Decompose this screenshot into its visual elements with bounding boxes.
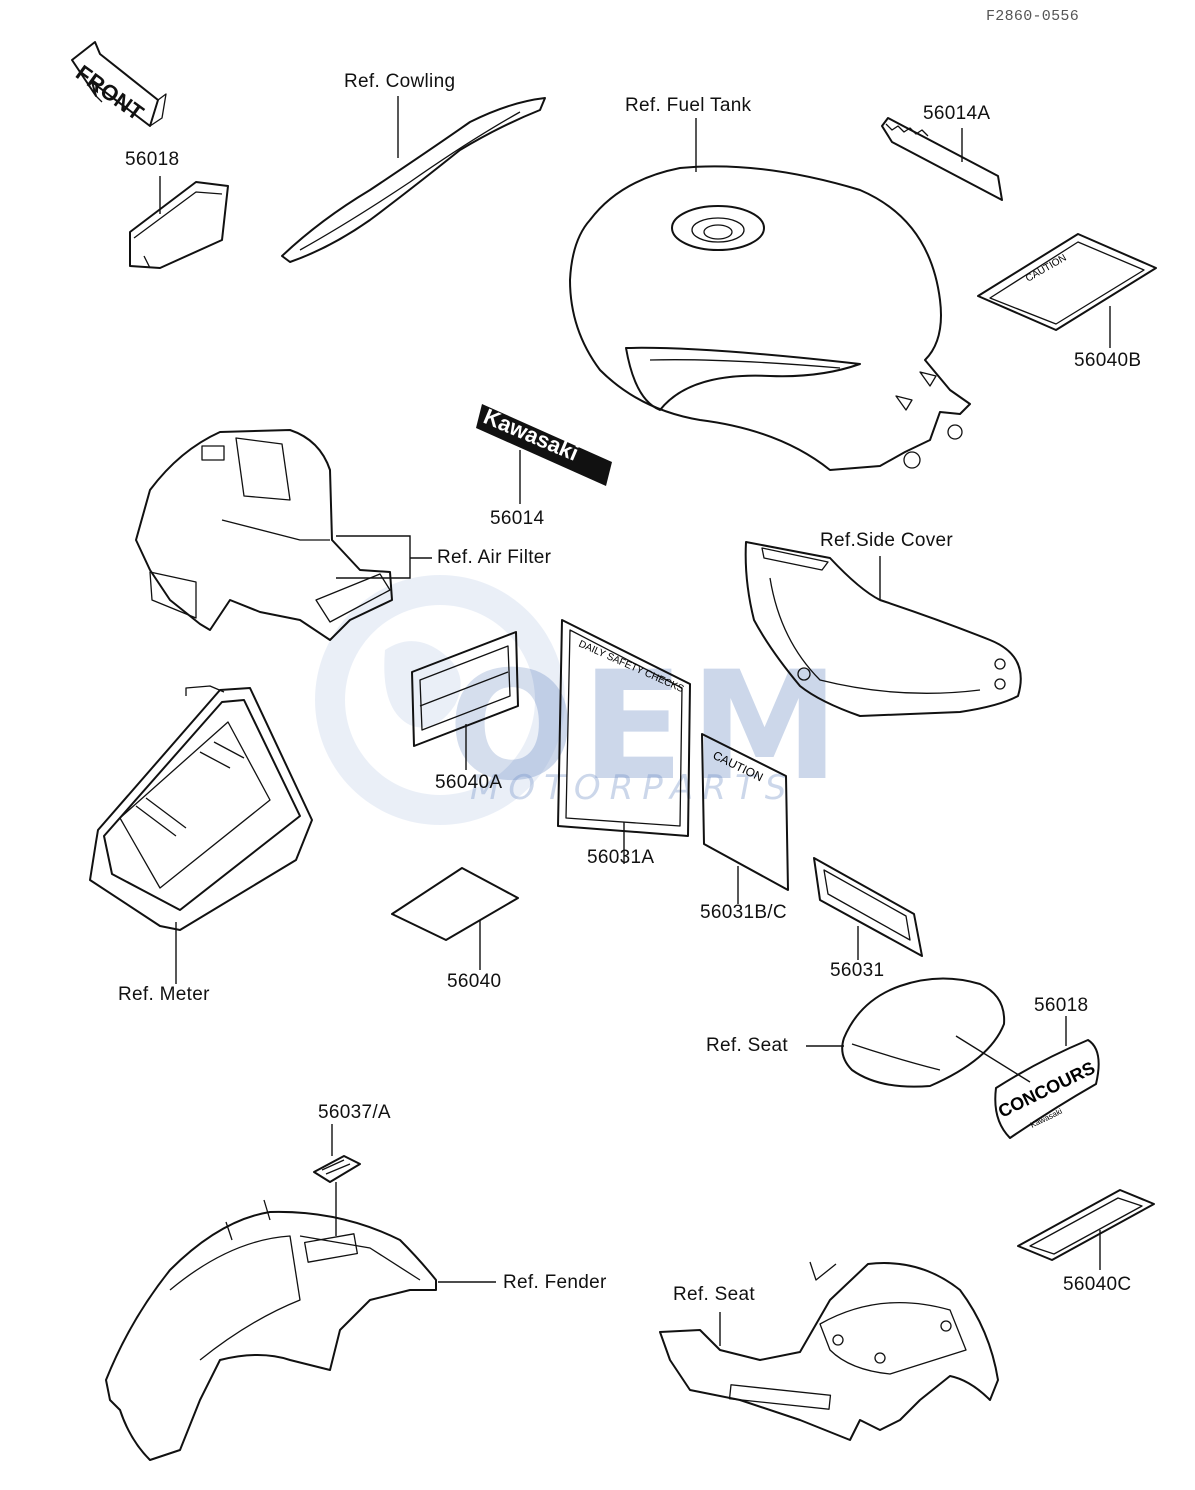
decal-56040A (411, 631, 519, 770)
label-56040: 56040 (447, 971, 502, 992)
decal-56040B-text: CAUTION (1024, 253, 1068, 285)
decal-56040 (391, 867, 519, 970)
watermark-sub: MOTORPARTS (470, 768, 796, 808)
decal-56037A (313, 1124, 361, 1236)
seat-upper (806, 977, 1031, 1088)
label-fender: Ref. Fender (503, 1272, 607, 1293)
label-56014A: 56014A (923, 103, 991, 124)
label-seat-lower: Ref. Seat (673, 1284, 755, 1305)
emblem-concours-sub: Kawasaki (1029, 1107, 1064, 1130)
label-56040B: 56040B (1074, 350, 1142, 371)
label-56031BC: 56031B/C (700, 902, 787, 923)
emblem-concours: CONCOURS Kawasaki (994, 1016, 1100, 1139)
tail-seat-frame (659, 1261, 999, 1441)
cowling-strip (281, 96, 546, 263)
label-56018-top: 56018 (125, 149, 180, 170)
decal-56040B: CAUTION (977, 233, 1157, 348)
decal-kawasaki: Kawasaki (476, 404, 612, 504)
label-56014: 56014 (490, 508, 545, 529)
label-56037A: 56037/A (318, 1102, 391, 1123)
front-arrow-icon (71, 41, 167, 127)
emblem-concours-text: CONCOURS (995, 1058, 1098, 1122)
fuel-tank (569, 118, 971, 471)
label-56040A: 56040A (435, 772, 503, 793)
rear-fender (105, 1199, 496, 1461)
label-56031A: 56031A (587, 847, 655, 868)
label-56018-right: 56018 (1034, 995, 1089, 1016)
decal-56040C (1017, 1189, 1155, 1270)
label-56040C: 56040C (1063, 1274, 1132, 1295)
side-cover (744, 541, 1022, 717)
label-seat-upper: Ref. Seat (706, 1035, 788, 1056)
diagram-code: F2860-0556 (986, 8, 1080, 25)
air-filter-housing (135, 429, 432, 641)
strip-56014A (881, 117, 1003, 201)
label-air-filter: Ref. Air Filter (437, 547, 552, 568)
decal-56031A: DAILY SAFETY CHECKS (557, 619, 691, 864)
label-fuel-tank: Ref. Fuel Tank (625, 95, 752, 116)
plate-56018-top (129, 176, 229, 269)
decal-56031A-text: DAILY SAFETY CHECKS (577, 639, 686, 696)
meter-cover (89, 685, 313, 984)
label-56031: 56031 (830, 960, 885, 981)
decal-56031BC-text: CAUTION (711, 748, 766, 784)
label-meter: Ref. Meter (118, 984, 210, 1005)
decal-56031BC: CAUTION (701, 733, 789, 904)
watermark-brand: OEM (448, 640, 846, 814)
decal-56031 (813, 857, 923, 960)
label-side-cover: Ref.Side Cover (820, 530, 954, 551)
label-cowling: Ref. Cowling (344, 71, 456, 92)
